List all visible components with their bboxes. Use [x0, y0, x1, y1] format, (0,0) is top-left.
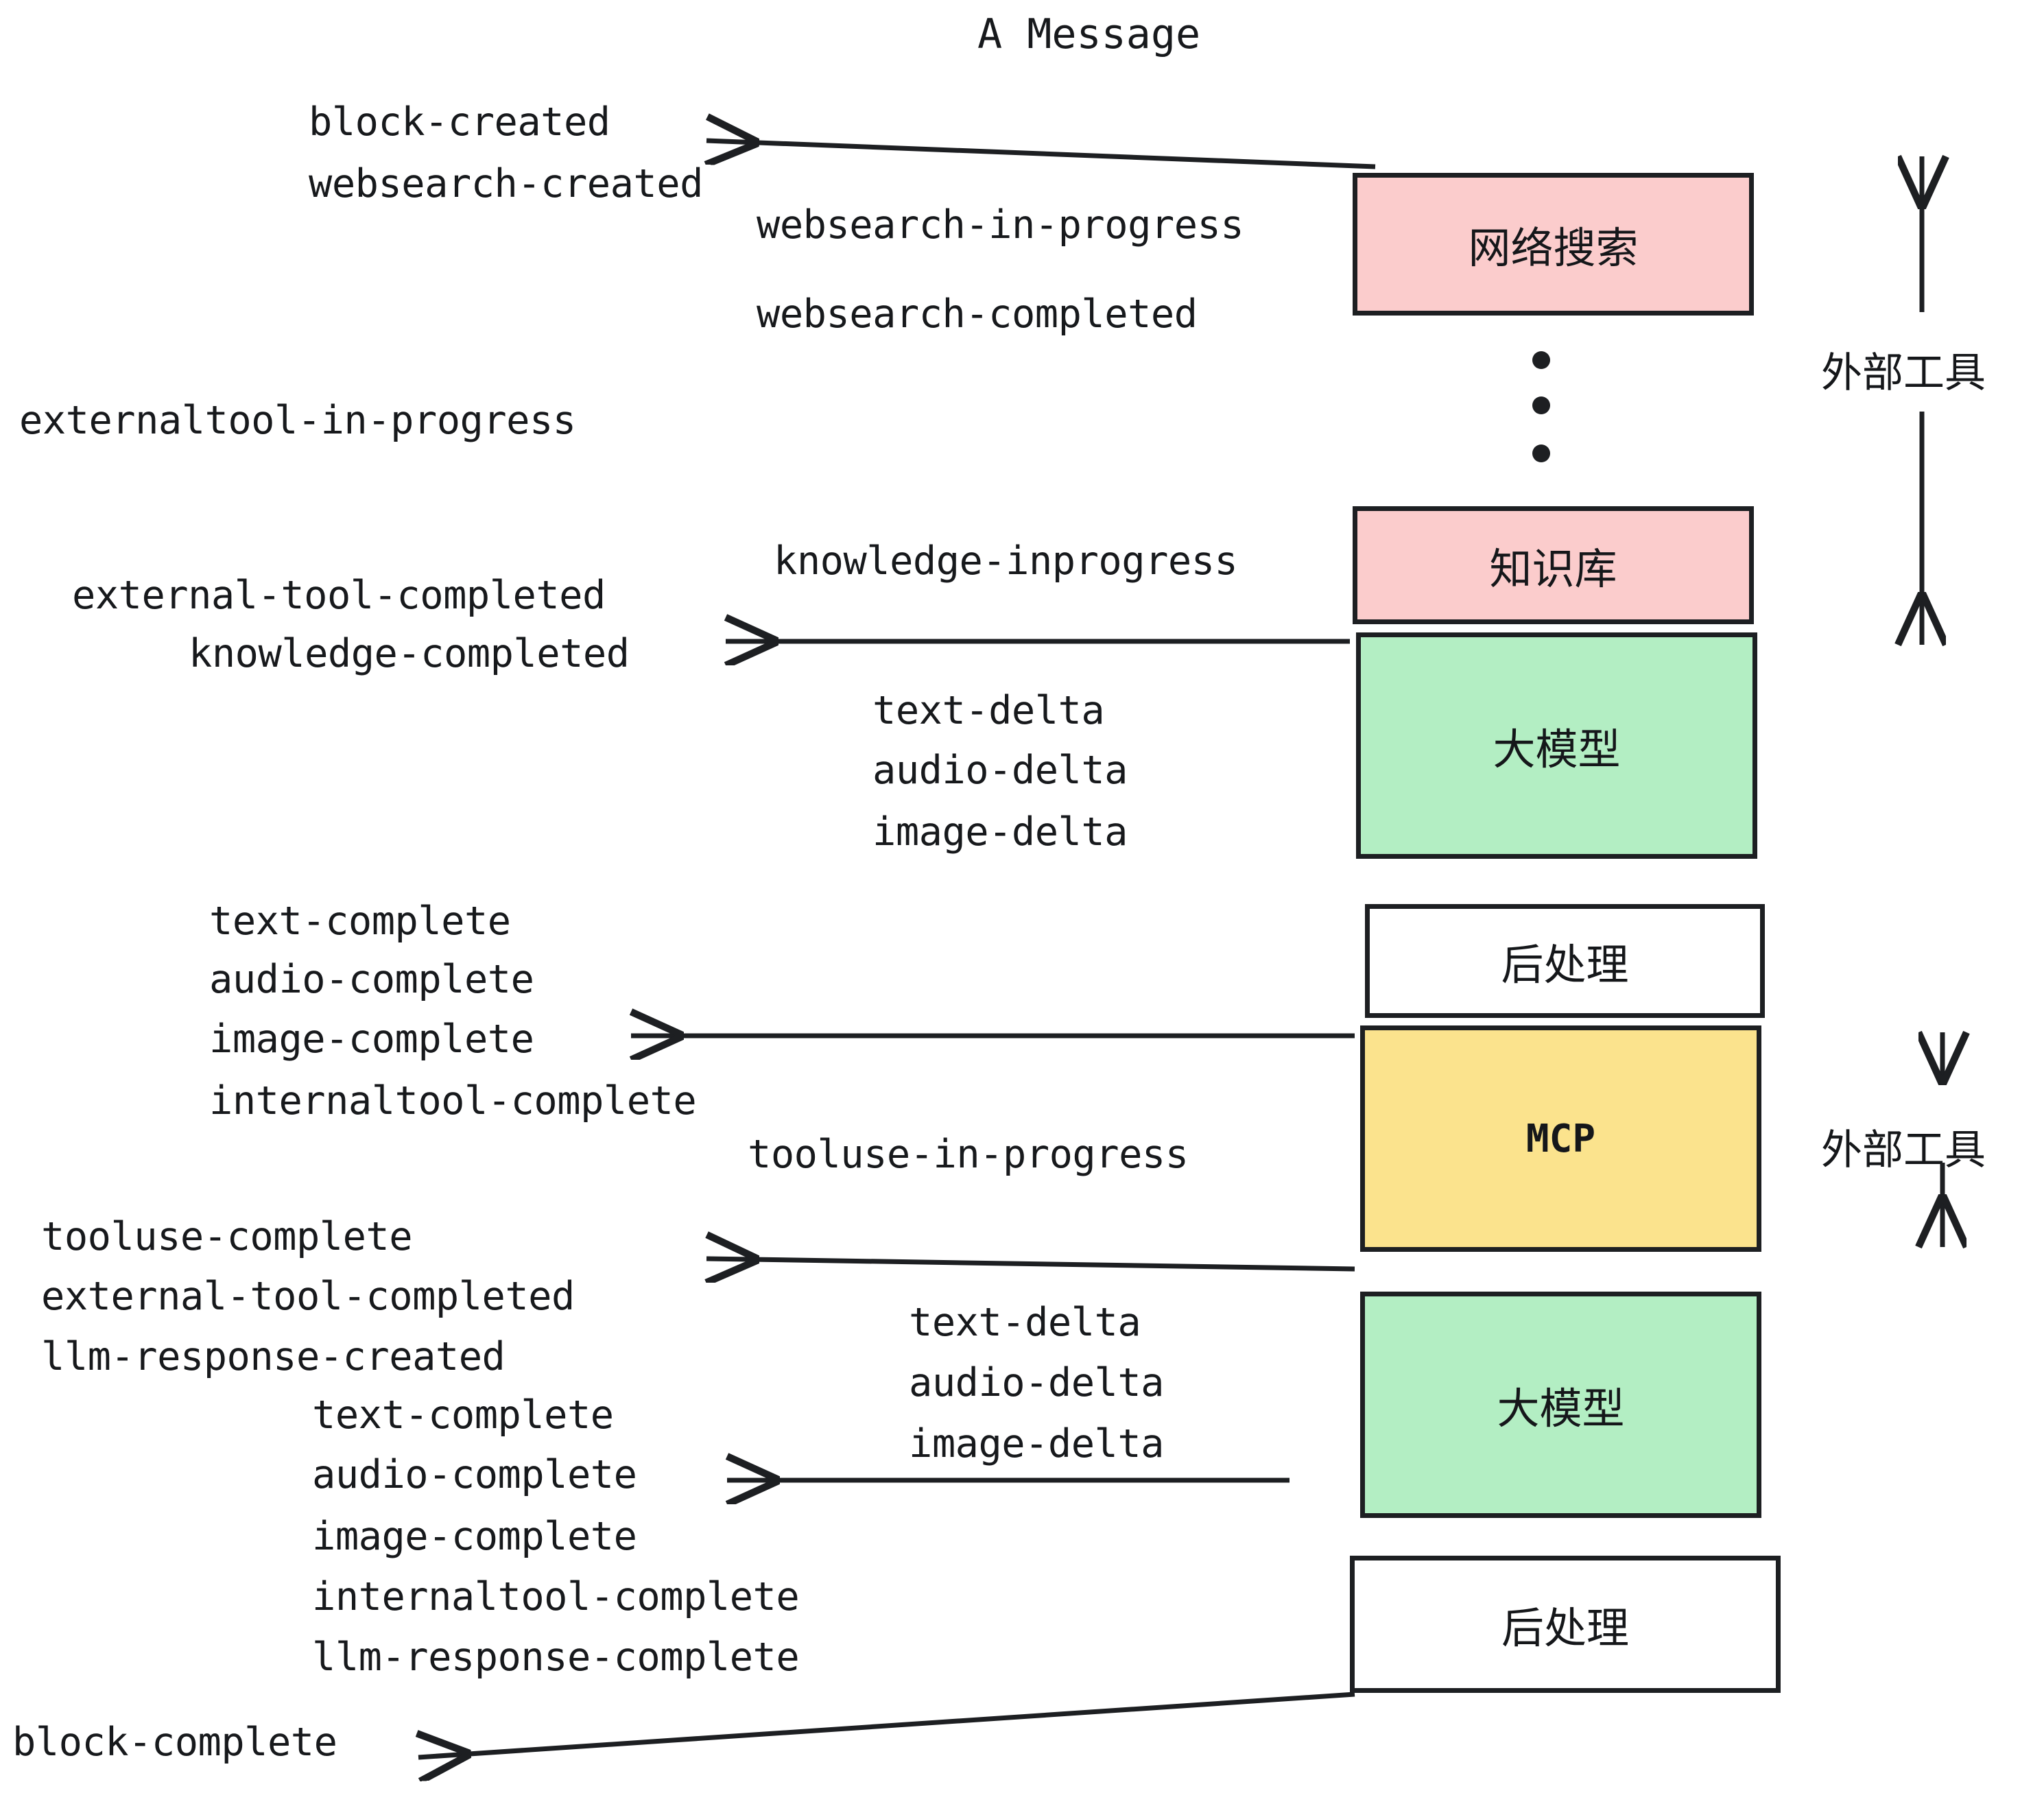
side-label-external-tool-top: 外部工具	[1821, 349, 1986, 397]
event-external-tool-completed-1: external-tool-completed	[72, 573, 606, 618]
event-text-delta-1: text-delta	[872, 688, 1105, 733]
event-websearch-in-progress: websearch-in-progress	[757, 202, 1244, 248]
event-internaltool-complete-2: internaltool-complete	[312, 1574, 800, 1619]
node-llm-1[interactable]: 大模型	[1356, 632, 1757, 859]
event-tooluse-complete: tooluse-complete	[41, 1214, 413, 1259]
event-websearch-created: websearch-created	[309, 161, 703, 206]
event-block-complete: block-complete	[12, 1720, 337, 1765]
node-postprocess-2-label: 后处理	[1501, 1603, 1629, 1653]
event-llm-response-created: llm-response-created	[41, 1334, 506, 1379]
arrow-postprocess2-to-block-complete	[418, 1692, 1355, 1757]
node-postprocess-1[interactable]: 后处理	[1365, 904, 1765, 1018]
node-llm-2-label: 大模型	[1497, 1384, 1625, 1434]
event-image-delta-2: image-delta	[909, 1421, 1165, 1467]
event-websearch-completed: websearch-completed	[757, 292, 1198, 337]
event-audio-complete-1: audio-complete	[209, 957, 534, 1002]
event-external-tool-completed-2: external-tool-completed	[41, 1274, 575, 1319]
event-image-complete-1: image-complete	[209, 1017, 534, 1062]
event-block-created: block-created	[309, 99, 610, 145]
ellipsis-dot-2	[1532, 396, 1550, 414]
arrow-mcp-to-tooluse-complete	[706, 1259, 1355, 1269]
event-text-complete-1: text-complete	[209, 899, 511, 944]
event-image-complete-2: image-complete	[312, 1514, 637, 1559]
ellipsis-dot-3	[1532, 444, 1550, 462]
event-audio-complete-2: audio-complete	[312, 1452, 637, 1497]
event-audio-delta-2: audio-delta	[909, 1360, 1165, 1405]
node-knowledge-label: 知识库	[1489, 544, 1617, 594]
event-tooluse-in-progress: tooluse-in-progress	[748, 1132, 1189, 1177]
node-mcp-label: MCP	[1525, 1116, 1596, 1161]
event-internaltool-complete-1: internaltool-complete	[209, 1078, 697, 1124]
event-image-delta-1: image-delta	[872, 809, 1128, 855]
arrow-websearch-to-block-created	[706, 141, 1376, 169]
event-knowledge-inprogress: knowledge-inprogress	[774, 538, 1238, 584]
node-postprocess-1-label: 后处理	[1501, 940, 1629, 990]
node-websearch-label: 网络搜索	[1468, 223, 1639, 273]
event-text-complete-2: text-complete	[312, 1392, 614, 1438]
event-externaltool-in-progress: externaltool-in-progress	[19, 398, 576, 443]
node-mcp[interactable]: MCP	[1360, 1025, 1761, 1252]
ellipsis-dot-1	[1532, 351, 1550, 369]
event-text-delta-2: text-delta	[909, 1300, 1141, 1345]
side-label-external-tool-bottom: 外部工具	[1821, 1126, 1986, 1174]
node-postprocess-2[interactable]: 后处理	[1350, 1556, 1781, 1693]
node-websearch[interactable]: 网络搜索	[1353, 173, 1754, 316]
node-llm-1-label: 大模型	[1493, 724, 1621, 774]
diagram-title: A Message	[977, 10, 1201, 58]
event-llm-response-complete: llm-response-complete	[312, 1635, 800, 1680]
node-llm-2[interactable]: 大模型	[1360, 1292, 1761, 1518]
event-audio-delta-1: audio-delta	[872, 748, 1128, 793]
node-knowledge[interactable]: 知识库	[1353, 506, 1754, 624]
event-knowledge-completed: knowledge-completed	[189, 631, 630, 676]
